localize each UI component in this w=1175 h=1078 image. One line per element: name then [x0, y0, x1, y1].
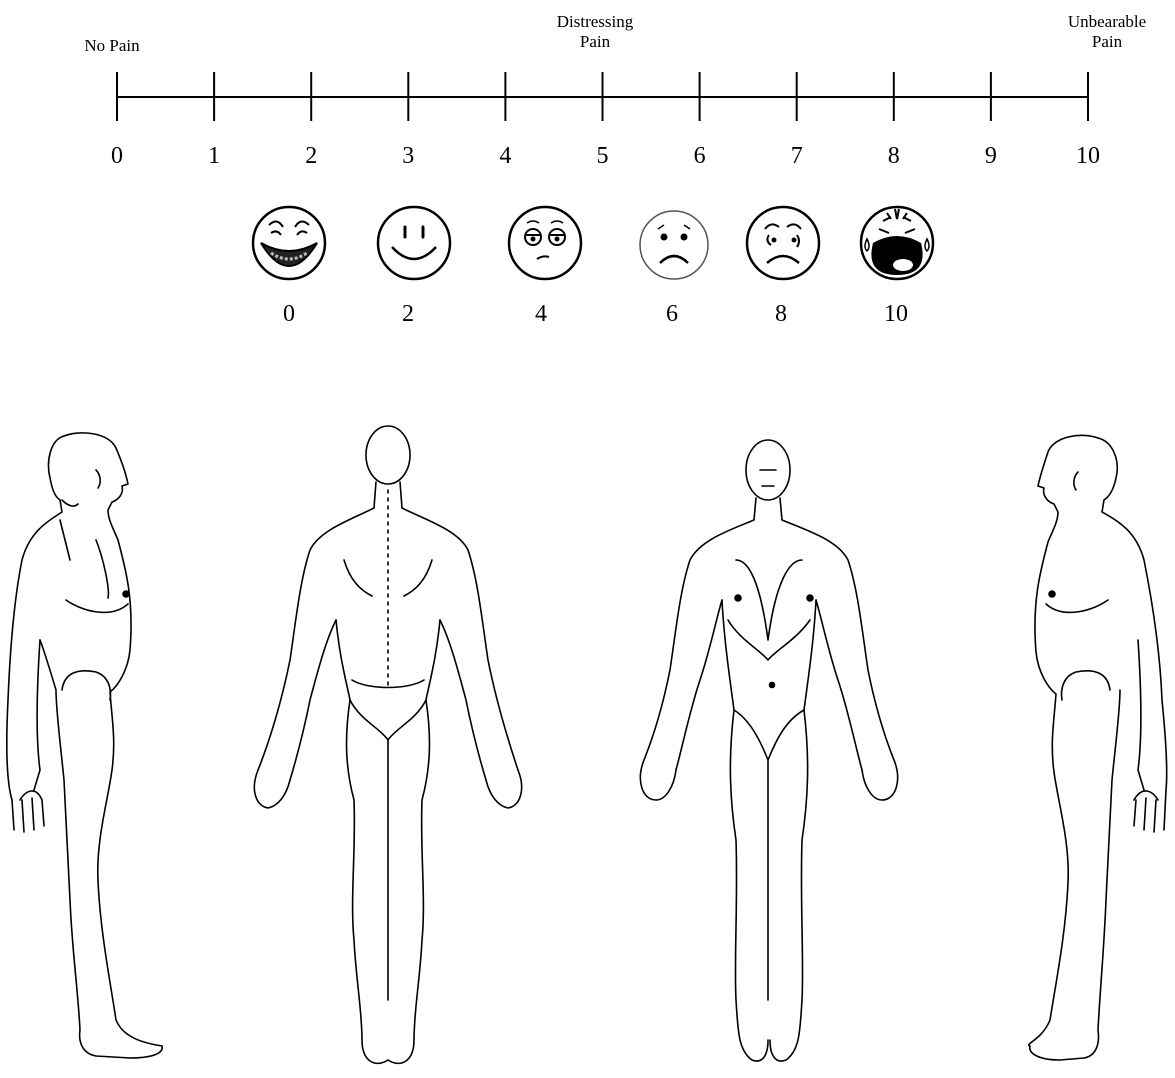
crying-face-icon: [851, 203, 943, 283]
sad-face-icon: [636, 207, 712, 283]
scale-tick-label-6: 6: [675, 143, 725, 169]
scale-tick-label-5: 5: [578, 143, 628, 169]
back-view-outline: [254, 426, 521, 1063]
scale-tick-label-2: 2: [286, 143, 336, 169]
scale-tick-label-7: 7: [772, 143, 822, 169]
right-side-view-outline: [1029, 435, 1167, 1060]
face-label-8: 8: [751, 301, 811, 327]
pain-scale-line: [0, 0, 1175, 140]
uneasy-face-icon: [503, 203, 587, 283]
scale-tick-label-8: 8: [869, 143, 919, 169]
scale-tick-label-10: 10: [1063, 143, 1113, 169]
face-label-0: 0: [259, 301, 319, 327]
front-view-outline: [640, 440, 897, 1061]
face-label-4: 4: [511, 301, 571, 327]
scale-tick-label-0: 0: [92, 143, 142, 169]
scale-tick-label-1: 1: [189, 143, 239, 169]
left-side-view-outline: [7, 433, 162, 1058]
worried-face-icon: [741, 203, 825, 283]
face-label-10: 10: [866, 301, 926, 327]
scale-tick-label-4: 4: [480, 143, 530, 169]
scale-tick-label-9: 9: [966, 143, 1016, 169]
face-label-2: 2: [378, 301, 438, 327]
laughing-face-icon: [247, 203, 331, 283]
smiling-face-icon: [372, 203, 456, 283]
scale-tick-label-3: 3: [383, 143, 433, 169]
face-label-6: 6: [642, 301, 702, 327]
